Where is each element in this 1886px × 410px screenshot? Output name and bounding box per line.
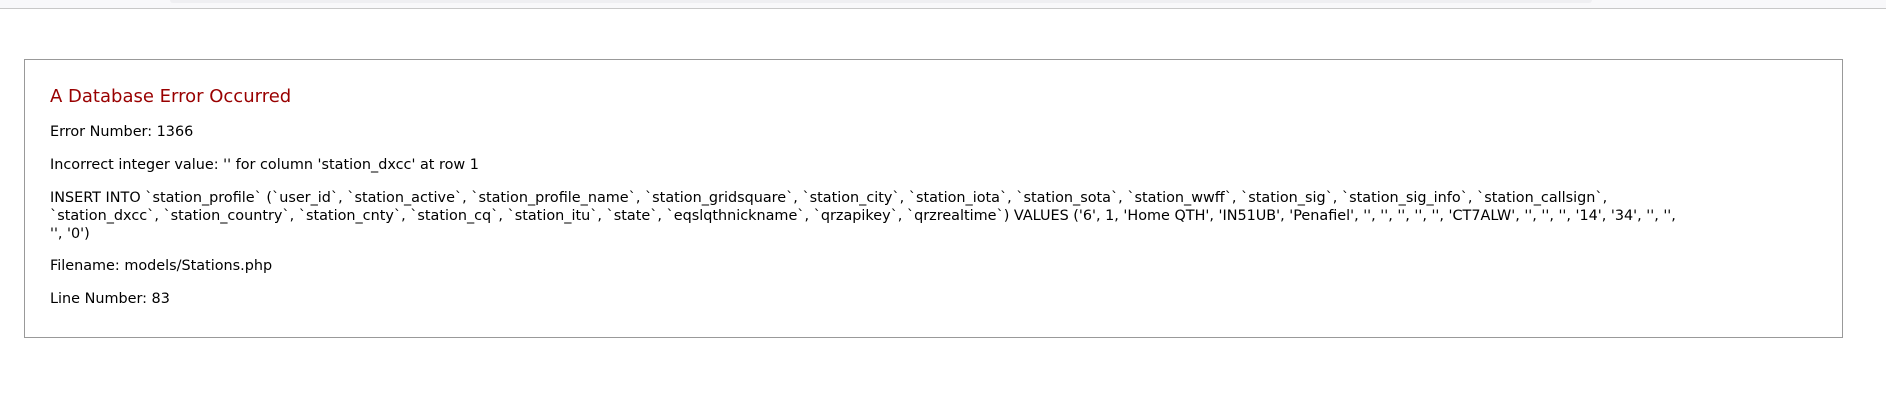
sql-query-line: `station_dxcc`, `station_country`, `stat… xyxy=(50,208,1676,224)
error-message: Incorrect integer value: '' for column '… xyxy=(50,157,479,173)
error-container: A Database Error Occurred Error Number: … xyxy=(24,59,1843,338)
sql-query-line: INSERT INTO `station_profile` (`user_id`… xyxy=(50,190,1608,206)
browser-top-bar xyxy=(0,0,1886,9)
error-title: A Database Error Occurred xyxy=(50,86,292,107)
sql-query-line: '', '0') xyxy=(50,226,90,242)
sql-query: INSERT INTO `station_profile` (`user_id`… xyxy=(50,189,1820,243)
error-line-number: Line Number: 83 xyxy=(50,291,170,307)
error-number: Error Number: 1366 xyxy=(50,124,194,140)
browser-address-strip xyxy=(170,0,1592,3)
error-filename: Filename: models/Stations.php xyxy=(50,258,273,274)
